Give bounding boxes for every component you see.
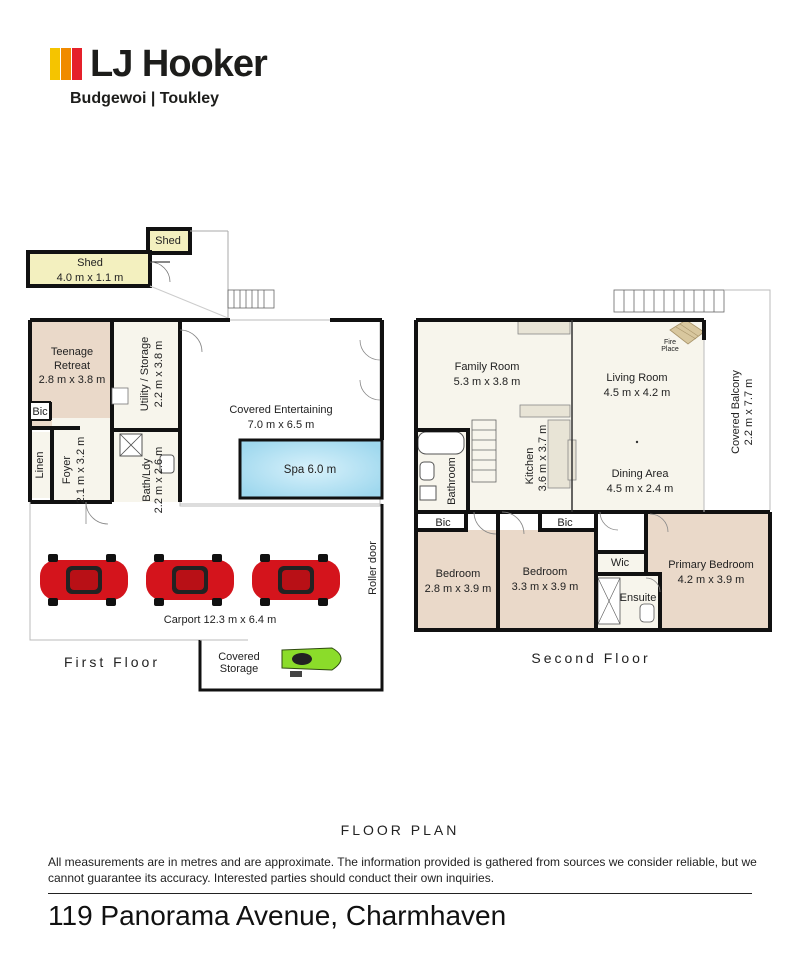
car-3-icon: [252, 554, 340, 606]
label-covered-balcony: Covered Balcony: [730, 370, 742, 454]
bic-second-1: [418, 512, 466, 530]
bedroom-2: [498, 530, 596, 628]
spa: [238, 438, 384, 500]
label-kitchen-dim: 3.6 m x 3.7 m: [537, 425, 549, 492]
living-room: [572, 320, 704, 512]
second-floor-plan: [414, 289, 772, 632]
label-ensuite: Ensuite: [620, 592, 657, 604]
label-dining-area: Dining Area: [612, 468, 670, 480]
label-primary-bedroom-dim: 4.2 m x 3.9 m: [678, 574, 745, 586]
label-utility: Utility / Storage: [139, 337, 151, 412]
label-covered-entertaining-dim: 7.0 m x 6.5 m: [248, 419, 315, 431]
disclaimer-text: All measurements are in metres and are a…: [48, 855, 757, 885]
jet-ski-icon: [281, 647, 342, 677]
divider: [48, 893, 752, 894]
label-fire-place-2: Place: [661, 346, 679, 353]
covered-balcony: [706, 316, 768, 512]
brand-name: LJ Hooker: [90, 43, 268, 85]
label-first-floor: First Floor: [64, 654, 160, 670]
first-floor-plan: [26, 227, 384, 692]
label-family-room-dim: 5.3 m x 3.8 m: [454, 376, 521, 388]
bedroom-1: [416, 530, 498, 628]
wic: [596, 552, 646, 574]
bic-first: [29, 401, 51, 421]
label-teenage-1: Teenage: [51, 346, 93, 358]
label-teenage-dim: 2.8 m x 3.8 m: [39, 374, 106, 386]
floor-plan-drawing: Shed Shed 4.0 m x 1.1 m Teenage Retreat …: [26, 227, 772, 692]
label-utility-dim: 2.2 m x 3.8 m: [153, 341, 165, 408]
label-shed-small: Shed: [155, 235, 181, 247]
label-bath-ldy-dim: 2.2 m x 2.6 m: [153, 447, 165, 514]
shed-large: [26, 250, 152, 288]
stairs-second: [613, 289, 725, 313]
label-shed-large: Shed: [77, 257, 103, 269]
label-living-room-dim: 4.5 m x 4.2 m: [604, 387, 671, 399]
label-covered-storage-1: Covered: [218, 651, 260, 663]
label-bedroom-1-dim: 2.8 m x 3.9 m: [425, 583, 492, 595]
property-address: 119 Panorama Avenue, Charmhaven: [48, 900, 507, 931]
shed-small: [146, 227, 192, 255]
label-fire-place-1: Fire: [664, 339, 676, 346]
bic-second-2: [540, 512, 596, 530]
label-bathroom: Bathroom: [446, 457, 458, 505]
label-shed-large-dim: 4.0 m x 1.1 m: [57, 272, 124, 284]
label-living-room: Living Room: [606, 372, 667, 384]
linen: [30, 432, 50, 498]
label-wic: Wic: [611, 557, 630, 569]
label-dining-area-dim: 4.5 m x 2.4 m: [607, 483, 674, 495]
label-linen: Linen: [34, 452, 46, 479]
label-covered-balcony-dim: 2.2 m x 7.7 m: [743, 379, 755, 446]
label-roller-door: Roller door: [367, 541, 379, 595]
label-teenage-2: Retreat: [54, 360, 90, 372]
label-family-room: Family Room: [455, 361, 520, 373]
floor-plan-title: FLOOR PLAN: [340, 822, 460, 838]
label-primary-bedroom: Primary Bedroom: [668, 559, 754, 571]
primary-bedroom: [646, 514, 770, 628]
label-bic-first: Bic: [32, 406, 48, 418]
label-carport: Carport 12.3 m x 6.4 m: [164, 614, 277, 626]
foyer: [52, 418, 112, 500]
label-kitchen: Kitchen: [524, 448, 536, 485]
label-covered-entertaining: Covered Entertaining: [229, 404, 332, 416]
label-second-floor: Second Floor: [531, 650, 650, 666]
brand-office: Budgewoi | Toukley: [70, 90, 220, 107]
car-2-icon: [146, 554, 234, 606]
label-bic-second-2: Bic: [557, 517, 573, 529]
utility-storage: [112, 320, 178, 430]
label-bedroom-1: Bedroom: [436, 568, 481, 580]
label-bedroom-2-dim: 3.3 m x 3.9 m: [512, 581, 579, 593]
fire-place-icon: [669, 319, 705, 345]
label-bic-second-1: Bic: [435, 517, 451, 529]
label-foyer: Foyer: [61, 456, 73, 484]
label-bath-ldy: Bath/Ldy: [141, 458, 153, 502]
label-covered-storage-2: Storage: [220, 663, 259, 675]
label-foyer-dim: 2.1 m x 3.2 m: [75, 437, 87, 504]
brand-logo: LJ Hooker Budgewoi | Toukley: [50, 43, 280, 114]
label-bedroom-2: Bedroom: [523, 566, 568, 578]
logo-mark-icon: [50, 48, 84, 80]
car-1-icon: [40, 554, 128, 606]
label-spa: Spa 6.0 m: [284, 464, 336, 476]
stairs-first: [227, 289, 275, 309]
